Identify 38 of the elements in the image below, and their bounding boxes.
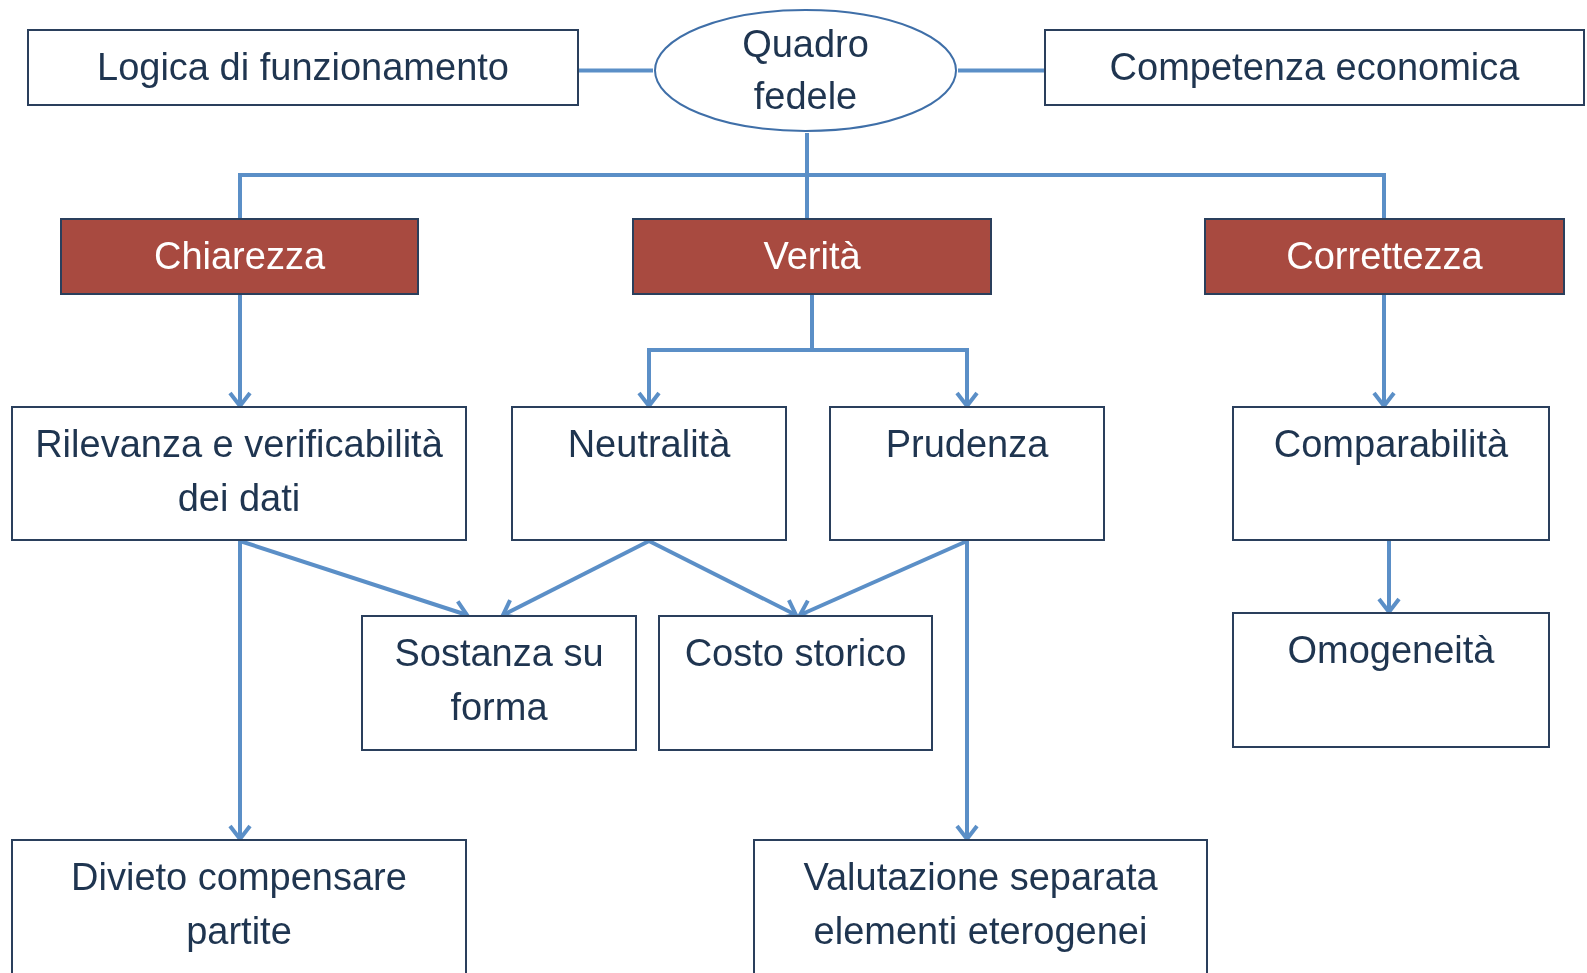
arrow [228,541,252,841]
process-box [27,29,579,106]
connector-line [958,68,1044,73]
process-box [511,406,787,541]
process-box [1044,29,1585,106]
arrow [1372,295,1396,408]
node-text: Verità [763,235,861,278]
node-text: Logica di funzionamento [96,45,510,90]
arrow [810,295,979,408]
process-box [753,839,1208,973]
arrow [1377,541,1401,614]
node-text: Rilevanza e verificabilità dei dati [34,422,444,521]
node-text: Neutralità [566,422,732,467]
process-box [658,615,933,751]
process-box [1232,406,1550,541]
process-box [361,615,637,751]
node-text: Quadro fedele [741,22,870,119]
connector-line [579,68,653,73]
node-text: Costo storico [683,631,908,676]
node-text: Valutazione separata elementi eterogenei [802,855,1159,954]
node-text: Sostanza su forma [393,631,605,730]
category-box [60,218,419,295]
arrow [955,541,979,841]
process-box [1232,612,1550,748]
node-text: Prudenza [884,422,1050,467]
process-box [11,839,467,973]
category-box [632,218,992,295]
process-box [11,406,467,541]
arrow [228,295,252,408]
node-text: Divieto compensare partite [70,855,408,954]
node-text: Competenza economica [1108,45,1521,90]
node-text: Chiarezza [153,235,326,278]
node-text: Omogeneità [1286,628,1496,673]
node-text: Comparabilità [1272,422,1510,467]
ellipse-node [653,8,958,133]
node-text: Correttezza [1286,235,1483,278]
process-box [829,406,1105,541]
category-box [1204,218,1565,295]
